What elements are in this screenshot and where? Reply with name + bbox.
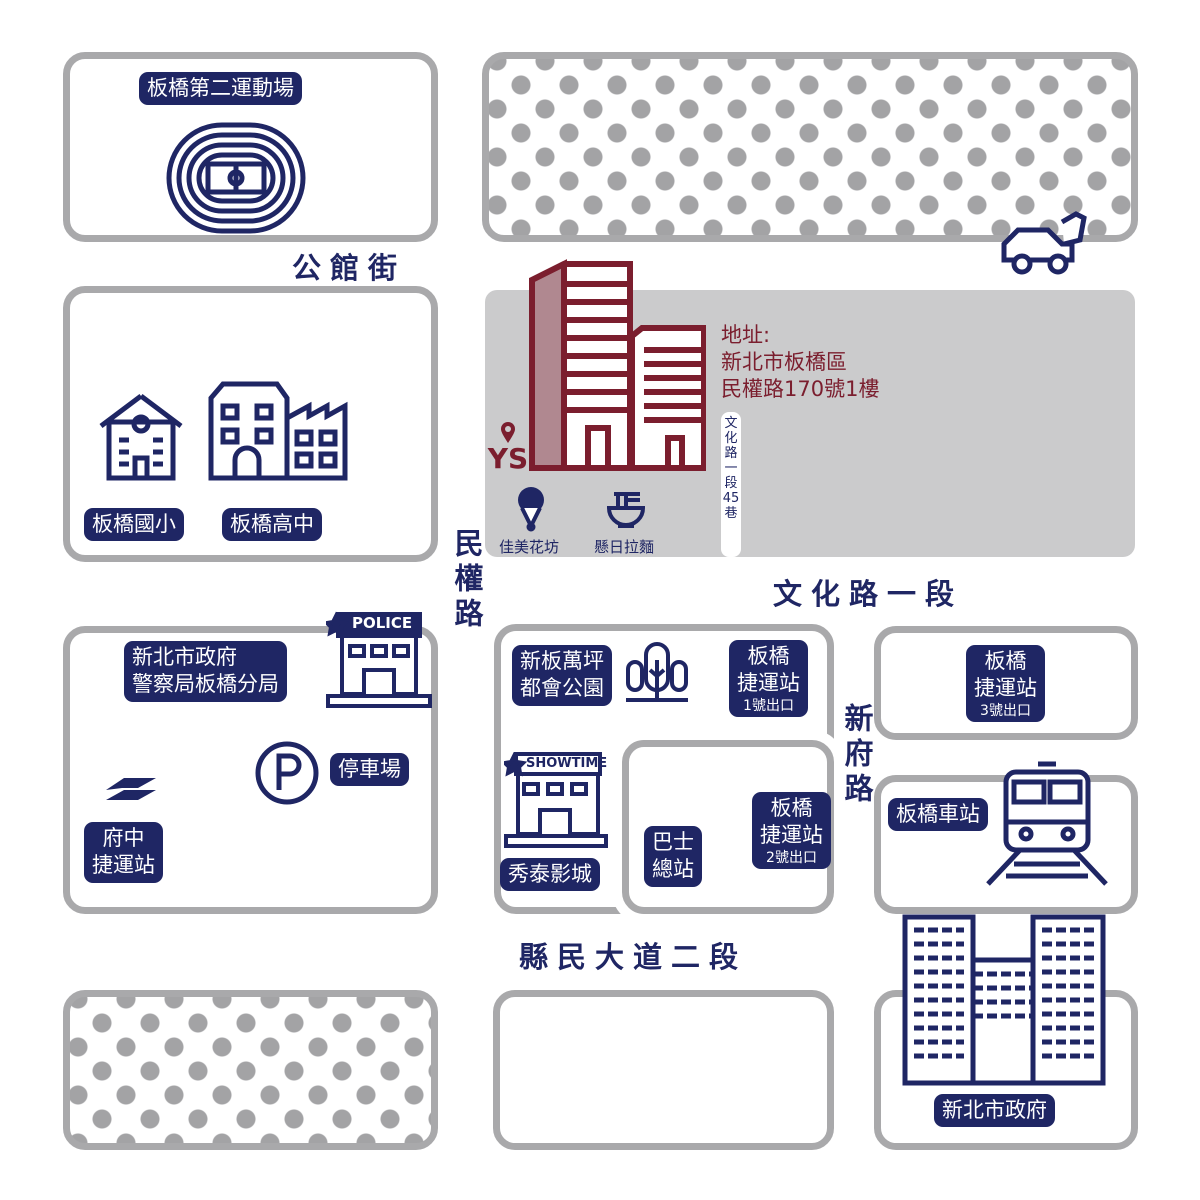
street-xinfu: 新府路 [840,703,874,808]
high-school-icon [208,381,348,481]
parking-icon [255,741,319,805]
mrt-exit2-name: 板橋 捷運站 [760,796,823,848]
elementary-school-icon [99,394,183,481]
cinema-icon [504,752,608,848]
mrt-exit3-number: 3號出口 [980,702,1031,719]
block-dotted-north [482,52,1138,242]
mrt-logo-icon [106,778,156,800]
address-block: 地址: 新北市板橋區 民權路170號1樓 [721,322,879,403]
ys-logo: YS [486,418,530,475]
police-station-icon [326,611,432,708]
block-south-mid [493,990,834,1150]
street-xianmin: 縣民大道二段 [519,940,748,974]
label-ramen[interactable]: 懸日拉麵 [594,538,655,556]
label-florist[interactable]: 佳美花坊 [499,538,560,556]
label-city-hall[interactable]: 新北市政府 [934,1094,1055,1128]
address-label: 地址: [721,323,771,347]
ys-logo-text: YS [487,442,529,475]
street-minquan: 民權路 [450,528,484,633]
label-police[interactable]: 新北市政府 警察局板橋分局 [124,641,287,702]
ramen-icon [606,492,646,528]
label-highschool[interactable]: 板橋高中 [222,508,322,542]
mrt-exit1-name: 板橋 捷運站 [737,644,800,696]
label-cinema[interactable]: 秀泰影城 [500,858,600,892]
street-lane: 文化路一段45巷 [722,416,740,521]
office-building-icon [529,259,706,471]
address-line1: 新北市板橋區 [721,350,847,374]
trees-icon [626,642,688,702]
stadium-icon [166,122,306,234]
lane-strip [721,412,741,557]
address-line2: 民權路170號1樓 [721,377,880,401]
mrt-exit2-number: 2號出口 [766,849,817,866]
label-bus[interactable]: 巴士 總站 [644,826,702,887]
street-gongguan: 公館街 [292,251,407,285]
mrt-exit3-name: 板橋 捷運站 [974,649,1037,701]
police-sign: POLICE [352,614,413,632]
block-dotted-south [63,990,438,1150]
label-stadium[interactable]: 板橋第二運動場 [139,72,302,106]
label-parking[interactable]: 停車場 [330,753,409,787]
train-icon [986,761,1108,886]
label-train[interactable]: 板橋車站 [888,798,988,832]
cinema-sign: SHOWTIME [526,756,608,771]
label-elementary[interactable]: 板橋國小 [84,508,184,542]
label-park[interactable]: 新板萬坪 都會公園 [512,645,612,706]
street-wenhua: 文化路一段 [773,577,964,611]
label-fuzhong-mrt[interactable]: 府中 捷運站 [84,822,163,883]
bouquet-icon [518,487,544,532]
city-hall-building-icon [902,914,1106,1086]
mrt-exit1-number: 1號出口 [743,697,794,714]
car-icon [1001,211,1087,275]
location-pin-icon [501,422,515,443]
